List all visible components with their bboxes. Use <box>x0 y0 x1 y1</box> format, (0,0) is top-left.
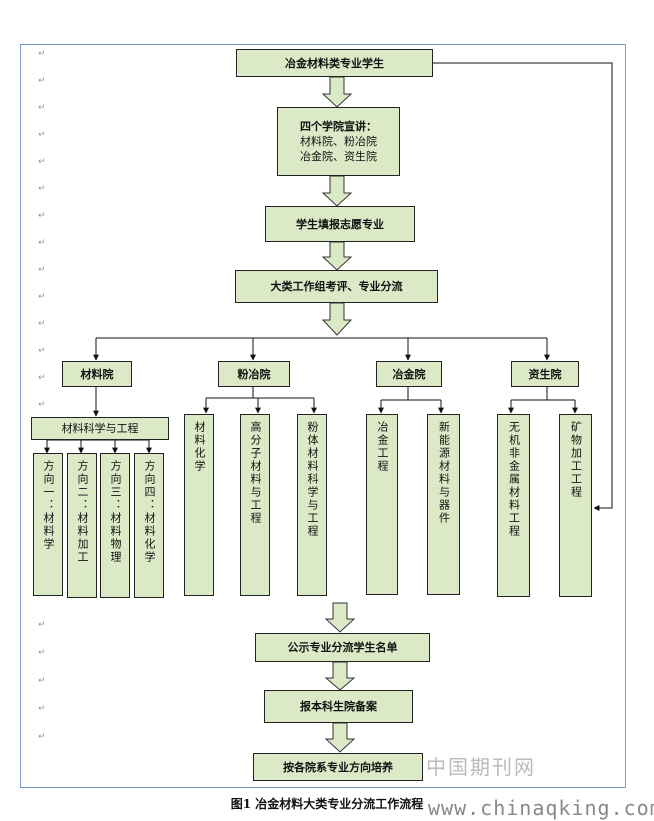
paragraph-mark: ↵ <box>38 373 46 383</box>
metallurgy-major-1-label: 冶金工程 <box>376 421 389 473</box>
lectures-title: 四个学院宣讲： <box>300 120 377 133</box>
paragraph-mark: ↵ <box>38 648 46 658</box>
paragraph-mark: ↵ <box>38 676 46 686</box>
lectures-line-1: 材料院、粉冶院 <box>300 135 377 148</box>
direction-3-label: 方向三：材料物理 <box>109 460 122 564</box>
direction-2-box: 方向二：材料加工 <box>67 453 97 598</box>
college-powder: 粉冶院 <box>218 361 290 387</box>
direction-2-label: 方向二：材料加工 <box>76 460 89 564</box>
resources-major-2-label: 矿物加工工程 <box>569 421 583 499</box>
paragraph-mark: ↵ <box>38 346 46 356</box>
students-label: 冶金材料类专业学生 <box>285 56 384 70</box>
block-arrow-7 <box>324 722 356 753</box>
direction-3-box: 方向三：材料物理 <box>100 453 130 598</box>
paragraph-mark: ↵ <box>38 265 46 275</box>
block-arrow-3 <box>321 241 353 271</box>
paragraph-mark: ↵ <box>38 130 46 140</box>
college-materials: 材料院 <box>62 361 132 387</box>
direction-4-label: 方向四：材料化学 <box>143 460 156 564</box>
direction-1-label: 方向一：材料学 <box>42 460 55 551</box>
powder-major-2-label: 高分子材料与工程 <box>249 421 262 525</box>
powder-major-1-label: 材料化学 <box>193 421 206 473</box>
lectures-line-2: 冶金院、资生院 <box>300 150 377 163</box>
college-resources-label: 资生院 <box>528 367 562 381</box>
line-connectors <box>44 62 613 511</box>
powder-major-3-box: 粉体材料科学与工程 <box>297 414 327 596</box>
metallurgy-major-2-label: 新能源材料与器件 <box>437 421 451 525</box>
powder-major-1-box: 材料化学 <box>184 414 214 596</box>
college-powder-label: 粉冶院 <box>237 367 271 381</box>
cultivate-box: 按各院系专业方向培养 <box>253 753 423 781</box>
figure-caption: 图1 冶金材料大类专业分流工作流程 <box>230 797 424 811</box>
powder-major-2-box: 高分子材料与工程 <box>240 414 270 596</box>
paragraph-mark: ↵ <box>38 292 46 302</box>
lectures-box: 四个学院宣讲： 材料院、粉冶院 冶金院、资生院 <box>277 107 400 176</box>
block-arrow-4 <box>321 302 353 336</box>
metallurgy-major-1-box: 冶金工程 <box>366 414 398 595</box>
publish-box: 公示专业分流学生名单 <box>255 633 430 662</box>
college-resources: 资生院 <box>511 361 579 387</box>
paragraph-mark: ↵ <box>38 184 46 194</box>
paragraph-mark: ↵ <box>38 319 46 329</box>
publish-label: 公示专业分流学生名单 <box>287 641 398 654</box>
cultivate-label: 按各院系专业方向培养 <box>283 760 393 774</box>
block-arrow-5 <box>324 602 356 633</box>
paragraph-mark: ↵ <box>38 704 46 714</box>
direction-1-box: 方向一：材料学 <box>33 453 63 596</box>
materials-major-box: 材料科学与工程 <box>31 417 169 440</box>
block-arrow-6 <box>324 661 356 691</box>
report-label: 报本科生院备案 <box>300 700 377 713</box>
block-arrow-2 <box>321 175 353 207</box>
apply-box: 学生填报志愿专业 <box>265 206 415 242</box>
paragraph-mark: ↵ <box>38 238 46 248</box>
resources-major-1-box: 无机非金属材料工程 <box>497 414 530 597</box>
watermark-chinese: 中国期刊网 <box>426 755 536 779</box>
block-arrow-1 <box>321 76 353 108</box>
metallurgy-major-2-box: 新能源材料与器件 <box>427 414 460 595</box>
paragraph-mark: ↵ <box>38 620 46 630</box>
paragraph-mark: ↵ <box>38 103 46 113</box>
resources-major-2-box: 矿物加工工程 <box>559 414 592 597</box>
students-box: 冶金材料类专业学生 <box>236 49 433 77</box>
college-materials-label: 材料院 <box>80 367 114 381</box>
materials-major-label: 材料科学与工程 <box>61 422 139 435</box>
college-metallurgy: 冶金院 <box>376 361 442 387</box>
direction-4-box: 方向四：材料化学 <box>134 453 164 598</box>
paragraph-mark: ↵ <box>38 157 46 167</box>
paragraph-mark: ↵ <box>38 76 46 86</box>
paragraph-mark: ↵ <box>38 400 46 410</box>
paragraph-mark: ↵ <box>38 211 46 221</box>
block-arrows <box>321 76 356 753</box>
apply-label: 学生填报志愿专业 <box>296 217 384 231</box>
paragraph-mark: ↵ <box>38 732 46 742</box>
resources-major-1-label: 无机非金属材料工程 <box>507 421 521 538</box>
assess-box: 大类工作组考评、专业分流 <box>235 270 438 303</box>
report-box: 报本科生院备案 <box>264 690 413 723</box>
college-metallurgy-label: 冶金院 <box>392 367 426 381</box>
document-frame <box>20 44 626 788</box>
assess-label: 大类工作组考评、专业分流 <box>270 280 403 293</box>
powder-major-3-label: 粉体材料科学与工程 <box>306 421 319 538</box>
watermark-url: www.chinaqking.com <box>428 796 654 820</box>
paragraph-mark: ↵ <box>38 49 46 59</box>
